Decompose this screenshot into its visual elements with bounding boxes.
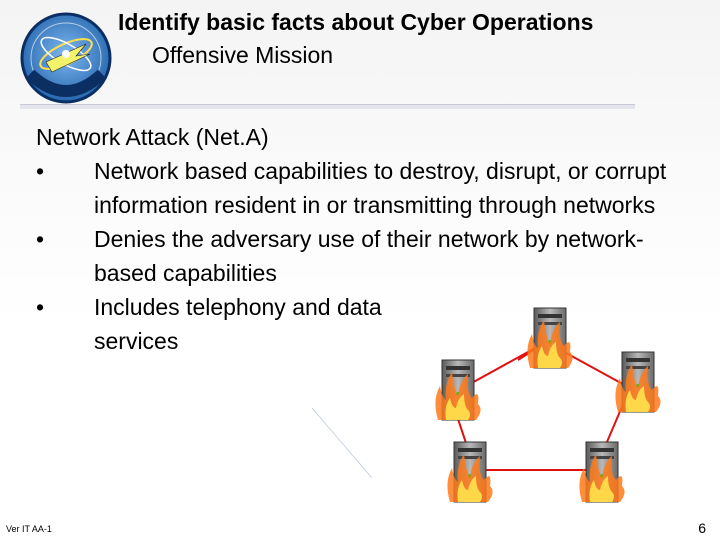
slide-subtitle: Offensive Mission — [152, 42, 334, 68]
bullet-item: • Includes telephony and data services — [36, 290, 716, 358]
bullet-item: • Network based capabilities to destroy,… — [36, 154, 716, 222]
bullet-text: Denies the adversary use of their networ… — [94, 226, 644, 286]
server-icon — [526, 307, 574, 369]
decorative-line — [312, 408, 372, 478]
bullet-item: • Denies the adversary use of their netw… — [36, 222, 716, 290]
slide-title: Identify basic facts about Cyber Operati… — [118, 9, 594, 35]
server-icon — [578, 441, 626, 503]
burning-server-network-illustration — [434, 307, 662, 503]
slide-body: Network Attack (Net.A) • Network based c… — [36, 120, 716, 358]
bullet-text: Includes telephony and data services — [94, 294, 382, 354]
version-label: Ver IT AA-1 — [6, 524, 52, 534]
section-heading: Network Attack (Net.A) — [36, 124, 269, 150]
squadron-emblem-logo — [20, 12, 112, 104]
page-number: 6 — [698, 520, 706, 536]
title-divider — [20, 104, 635, 109]
server-icon — [434, 359, 482, 421]
bullet-marker: • — [36, 226, 45, 252]
server-icon — [446, 441, 494, 503]
bullet-marker: • — [36, 158, 45, 184]
bullet-text: Network based capabilities to destroy, d… — [94, 158, 667, 218]
server-icon — [614, 351, 662, 413]
bullet-marker: • — [36, 294, 45, 320]
